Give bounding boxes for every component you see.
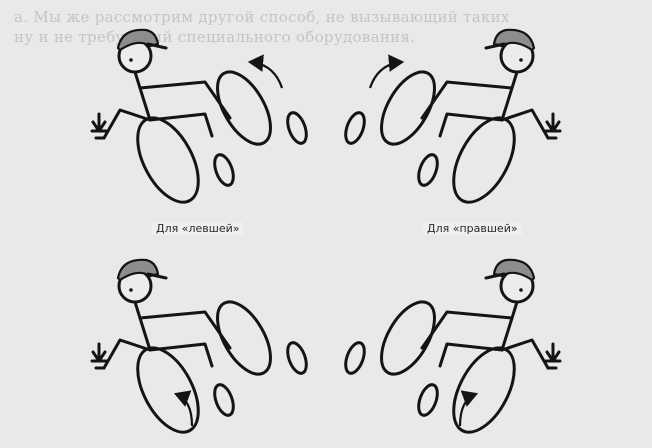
figure-top-left: [92, 30, 310, 212]
figure-bottom-right: [342, 260, 560, 442]
rotation-arrow-icon: [176, 394, 192, 426]
caption-left-handed: Для «левшей»: [152, 222, 243, 235]
caption-right-handed: Для «правшей»: [423, 222, 522, 235]
rotation-arrow-icon: [460, 394, 476, 426]
figure-top-right: [342, 30, 560, 212]
rotation-arrow-icon: [370, 62, 402, 88]
figure-bottom-left: [92, 260, 310, 442]
rotation-arrow-icon: [250, 62, 282, 88]
